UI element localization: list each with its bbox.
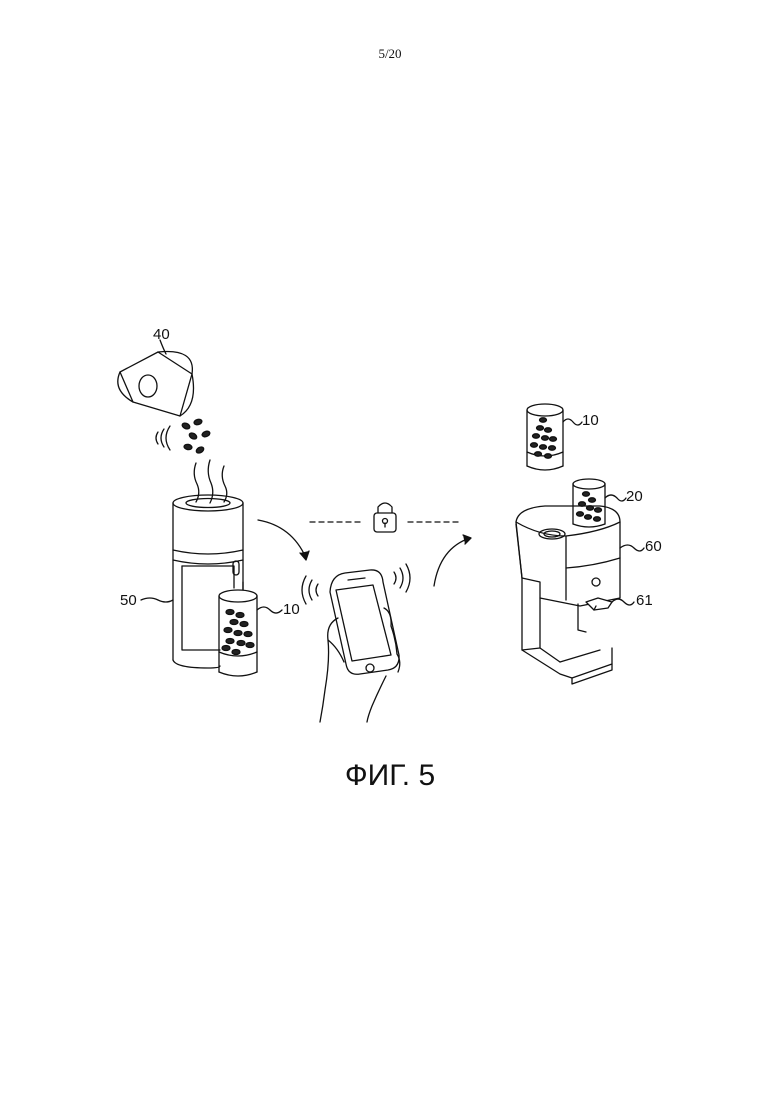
signal-waves-icon xyxy=(156,426,170,450)
label-bag: 40 xyxy=(153,326,170,343)
label-container-left: 10 xyxy=(283,601,300,618)
leader-lever xyxy=(612,599,634,605)
figure-caption: ФИГ. 5 xyxy=(345,759,435,792)
arrow-to-grinder xyxy=(434,535,471,586)
leader-container-top xyxy=(563,419,582,425)
label-container-top: 10 xyxy=(582,412,599,429)
label-container-mounted: 20 xyxy=(626,488,643,505)
leader-roaster xyxy=(141,598,173,602)
label-lever: 61 xyxy=(636,592,653,609)
smartphone-icon xyxy=(330,570,399,674)
arrow-to-phone xyxy=(258,520,309,560)
falling-beans xyxy=(181,418,210,454)
bean-container-top xyxy=(527,404,563,470)
coffee-bag-icon xyxy=(118,340,194,416)
leader-container-mounted xyxy=(605,495,626,501)
phone-signal-left-icon xyxy=(302,576,318,604)
leader-container-left xyxy=(257,607,282,613)
bean-container-left xyxy=(219,590,257,676)
leader-grinder xyxy=(620,545,644,551)
phone-signal-right-icon xyxy=(394,564,410,592)
label-grinder: 60 xyxy=(645,538,662,555)
lock-icon xyxy=(374,503,396,532)
label-roaster: 50 xyxy=(120,592,137,609)
grinder-machine xyxy=(516,506,620,684)
steam-lines xyxy=(194,460,227,503)
